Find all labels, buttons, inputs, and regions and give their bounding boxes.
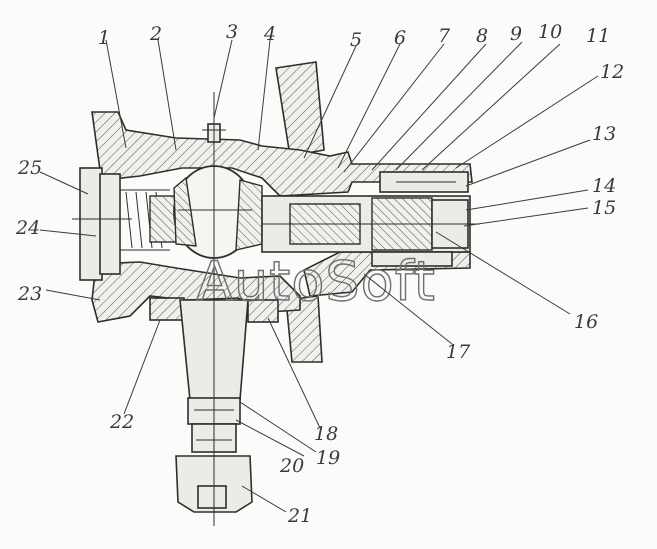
callout-15: 15 [592, 197, 616, 219]
left-cover [72, 167, 132, 281]
callout-10: 10 [538, 21, 562, 43]
callout-12: 12 [600, 61, 624, 83]
callout-2: 2 [149, 23, 162, 45]
callout-22: 22 [109, 411, 134, 433]
callout-21: 21 [287, 505, 312, 527]
callout-25: 25 [17, 157, 42, 179]
shaft [175, 92, 253, 526]
piston-cylinder [261, 171, 480, 267]
callout-numbers: 1 2 3 4 5 6 7 8 9 10 11 12 13 14 15 16 1… [15, 21, 624, 527]
callout-13: 13 [592, 123, 616, 145]
callout-19: 19 [316, 447, 340, 469]
callout-8: 8 [476, 25, 488, 47]
callout-4: 4 [263, 23, 276, 45]
callout-7: 7 [438, 25, 451, 47]
watermark: AutoSoft [196, 250, 436, 313]
callout-18: 18 [314, 423, 338, 445]
callout-17: 17 [446, 341, 471, 363]
callout-9: 9 [510, 23, 522, 45]
lower-seals [149, 297, 279, 323]
callout-20: 20 [279, 455, 304, 477]
callout-6: 6 [394, 27, 406, 49]
ball-joint [173, 165, 263, 259]
callout-5: 5 [350, 29, 362, 51]
callout-1: 1 [98, 27, 110, 49]
callout-24: 24 [15, 217, 40, 239]
leader-lines [39, 39, 599, 513]
callout-11: 11 [586, 25, 610, 47]
callout-23: 23 [17, 283, 42, 305]
callout-3: 3 [226, 21, 238, 43]
spring-assembly [120, 189, 177, 251]
callout-16: 16 [574, 311, 598, 333]
callout-14: 14 [592, 175, 616, 197]
mounting-flange [275, 61, 325, 363]
